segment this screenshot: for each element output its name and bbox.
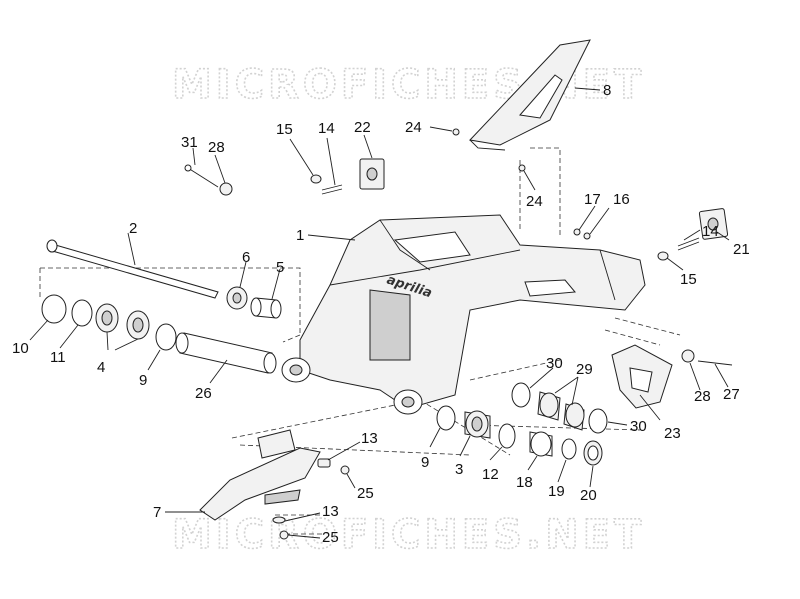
- part-bushing-5: [250, 297, 282, 319]
- part-bolt-14-right: [677, 237, 700, 251]
- part-bearing-29-right: [563, 402, 585, 431]
- callout-30-upper: 30: [546, 355, 563, 372]
- part-chain-slider-7: [199, 429, 321, 521]
- callout-14-upper: 14: [318, 120, 335, 137]
- callout-28-right: 28: [694, 388, 711, 405]
- callout-13-lower: 13: [322, 503, 339, 520]
- callout-16: 16: [613, 191, 630, 208]
- callout-13-upper: 13: [361, 430, 378, 447]
- callout-5: 5: [276, 259, 284, 276]
- part-seal-12: [498, 423, 516, 449]
- callout-9-right: 9: [421, 454, 429, 471]
- callout-1: 1: [296, 227, 304, 244]
- part-chain-guard-upper: [468, 39, 591, 151]
- callout-31: 31: [181, 134, 198, 151]
- leader-lines: [29, 87, 730, 539]
- part-nut-15-right: [657, 251, 669, 261]
- part-bearings-4: [95, 303, 150, 340]
- part-slider-22-upper: [359, 158, 385, 190]
- part-spacer-tube-26: [175, 332, 277, 374]
- watermark-bottom: MICROFICHES.NET: [172, 512, 645, 558]
- callout-15-upper: 15: [276, 121, 293, 138]
- part-seal-10: [41, 294, 67, 324]
- callout-18: 18: [516, 474, 533, 491]
- part-swingarm: aprilia: [281, 214, 646, 415]
- part-bearing-3: [464, 410, 491, 439]
- part-bolt-24-lower: [518, 164, 526, 172]
- callout-30-right: 30: [630, 418, 647, 435]
- part-bolt-16: [583, 232, 591, 240]
- part-cap-28-right: [681, 349, 695, 363]
- callout-2: 2: [129, 220, 137, 237]
- part-oring-9-right: [436, 405, 456, 431]
- part-circlip-11: [71, 299, 93, 327]
- callout-24-upper: 24: [405, 119, 422, 136]
- part-bolt-24-upper: [452, 128, 460, 136]
- part-screw-25-upper: [340, 465, 350, 475]
- callout-9-left: 9: [139, 372, 147, 389]
- part-clip-13-lower: [272, 516, 286, 524]
- part-clip-13-upper: [317, 458, 331, 468]
- callout-4: 4: [97, 359, 105, 376]
- callout-25-lower: 25: [322, 529, 339, 546]
- part-bearing-29-left: [537, 391, 561, 421]
- part-pivot-shaft: [46, 239, 219, 299]
- part-bolt-27: [697, 360, 733, 366]
- callout-15-right: 15: [680, 271, 697, 288]
- part-bolt-14-upper: [321, 184, 343, 195]
- part-screw-25-lower: [279, 530, 289, 540]
- part-nut-6: [226, 286, 248, 310]
- callout-14-right: 14: [702, 223, 719, 240]
- part-guard-plate-23: [611, 344, 673, 409]
- callout-3: 3: [455, 461, 463, 478]
- part-bolt-31: [184, 164, 219, 188]
- callout-12: 12: [482, 466, 499, 483]
- callout-labels: 1 2 3 4 5 6 7 8 9 9 10 11 12 13 13 14 14…: [12, 82, 750, 546]
- callout-17: 17: [584, 191, 601, 208]
- part-washer-17: [573, 228, 581, 236]
- callout-7: 7: [153, 504, 161, 521]
- callout-11: 11: [50, 349, 66, 366]
- callout-21: 21: [733, 241, 750, 258]
- callout-19: 19: [548, 483, 565, 500]
- part-cap-28-left: [219, 182, 233, 196]
- callout-10: 10: [12, 340, 29, 357]
- callout-25-upper: 25: [357, 485, 374, 502]
- callout-20: 20: [580, 487, 597, 504]
- callout-28-left: 28: [208, 139, 225, 156]
- part-circlip-19: [561, 438, 577, 460]
- part-bushing-18: [529, 431, 553, 457]
- part-oring-9-left: [155, 323, 177, 351]
- part-seal-30-right: [588, 408, 608, 434]
- callout-6: 6: [242, 249, 250, 266]
- callout-27: 27: [723, 386, 740, 403]
- part-nut-15-upper: [310, 174, 322, 184]
- callout-24-lower: 24: [526, 193, 543, 210]
- callout-8: 8: [603, 82, 611, 99]
- part-seal-30-left: [511, 382, 531, 408]
- part-seal-20: [583, 440, 603, 466]
- part-slider-21-right: [698, 208, 729, 240]
- callout-29: 29: [576, 361, 593, 378]
- callout-26: 26: [195, 385, 212, 402]
- callout-23: 23: [664, 425, 681, 442]
- callout-22: 22: [354, 119, 371, 136]
